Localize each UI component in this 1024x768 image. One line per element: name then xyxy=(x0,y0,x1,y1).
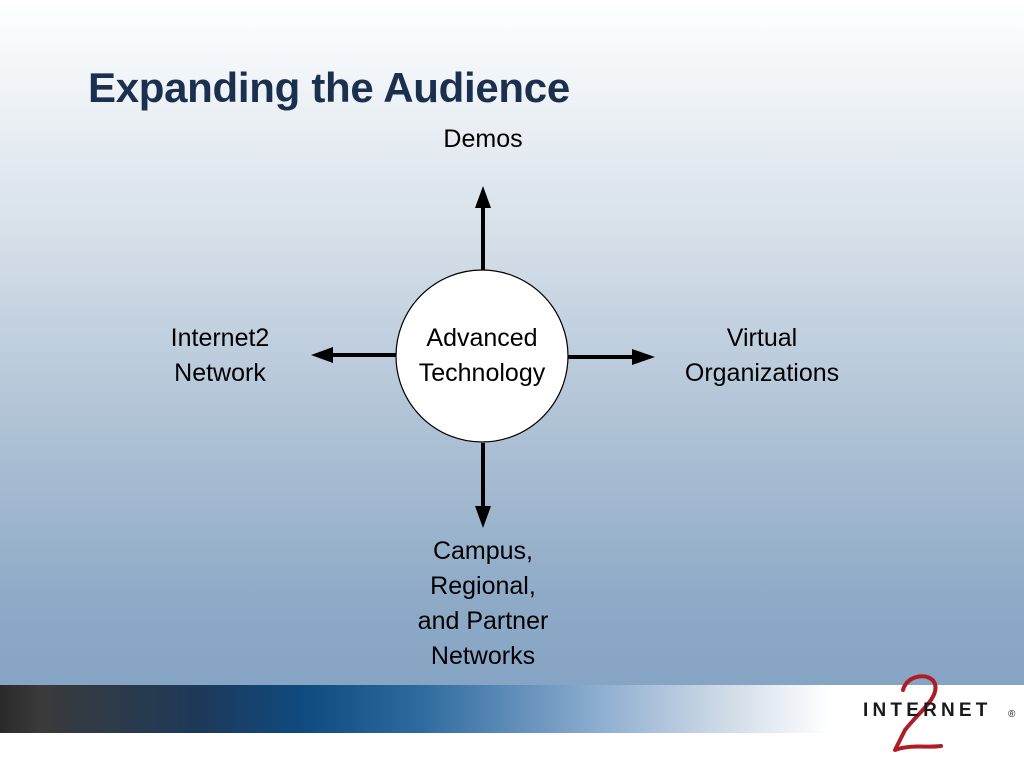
center-label: Advanced Technology xyxy=(397,321,567,391)
bottom-label-line3: and Partner xyxy=(417,607,549,635)
bottom-label-line2: Regional, xyxy=(430,572,536,600)
arrow-right xyxy=(568,349,655,365)
bottom-label-line4: Networks xyxy=(430,642,536,670)
left-label: Internet2 Network xyxy=(150,321,290,391)
logo-numeral-2 xyxy=(893,674,943,752)
center-label-line2: Technology xyxy=(418,359,546,387)
right-label: Virtual Organizations xyxy=(662,321,862,391)
internet2-logo: INTERNET ® xyxy=(863,674,1016,752)
bottom-label-line1: Campus, xyxy=(432,537,534,565)
footer-bar xyxy=(0,685,1024,733)
left-label-line1: Internet2 xyxy=(170,324,270,352)
center-label-line1: Advanced xyxy=(426,324,538,352)
top-label: Demos xyxy=(413,122,553,157)
arrow-up xyxy=(475,186,491,270)
logo-wordmark: INTERNET xyxy=(863,700,992,721)
bottom-label: Campus, Regional, and Partner Networks xyxy=(393,534,573,674)
top-label-line1: Demos xyxy=(443,125,523,153)
slide-title: Expanding the Audience xyxy=(88,64,570,111)
right-label-line2: Organizations xyxy=(684,359,840,387)
logo-registered-mark: ® xyxy=(1008,709,1016,720)
arrow-down xyxy=(475,443,491,528)
arrow-left xyxy=(311,347,397,363)
right-label-line1: Virtual xyxy=(726,324,798,352)
left-label-line2: Network xyxy=(174,359,266,387)
center-circle xyxy=(395,269,569,443)
